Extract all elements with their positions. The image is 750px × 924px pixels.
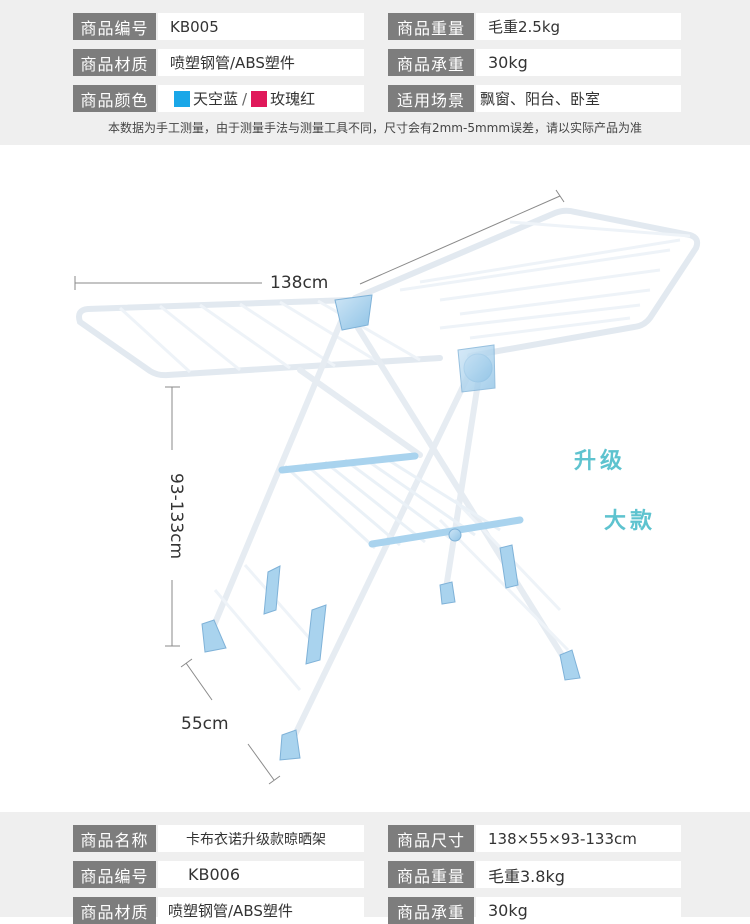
measurement-note: 本数据为手工测量，由于测量手法与测量工具不同，尺寸会有2mm-5mmm误差，请以… xyxy=(107,121,643,135)
spec-value-weight: 毛重3.8kg xyxy=(476,861,681,888)
height-dimension-line xyxy=(165,386,180,647)
spec-value-load: 30kg xyxy=(476,897,681,924)
depth-dimension-label: 55cm xyxy=(181,714,229,734)
left-wing xyxy=(76,297,443,379)
middle-shelf xyxy=(283,456,501,550)
left-wing-rails xyxy=(118,299,421,374)
height-dimension-label: 93-133cm xyxy=(166,472,186,560)
spec-value-material: 喷塑钢管/ABS塑件 xyxy=(158,897,364,924)
rose-red-swatch xyxy=(251,90,268,107)
hinge-joints xyxy=(334,294,496,542)
spec-value-scenario: 飘窗、阳台、卧室 xyxy=(476,85,681,112)
bottom-spec-panel: 商品名称 卡布衣诺升级款晾晒架 商品尺寸 138×55×93-133cm 商品编… xyxy=(0,812,750,924)
spec-label-size: 商品尺寸 xyxy=(388,825,474,852)
spec-value-size: 138×55×93-133cm xyxy=(476,825,681,852)
rack-feet xyxy=(201,581,581,761)
upgrade-badge-line2: 大款 xyxy=(604,509,657,534)
color-name-rose-red: 玫瑰红 xyxy=(270,90,316,108)
drying-rack-illustration xyxy=(74,189,701,785)
width-dimension-line xyxy=(74,189,565,290)
right-wing xyxy=(352,207,701,359)
spec-label-product-name: 商品名称 xyxy=(73,825,156,852)
right-wing-rails xyxy=(399,220,691,340)
spec-value-product-name: 卡布衣诺升级款晾晒架 xyxy=(158,825,364,852)
spec-label-color: 商品颜色 xyxy=(73,85,156,112)
upgrade-badge-line1: 升级 xyxy=(574,449,627,474)
spec-label-product-code: 商品编号 xyxy=(73,13,156,40)
spec-label-weight: 商品重量 xyxy=(388,13,474,40)
spec-value-product-code: KB005 xyxy=(158,13,364,40)
spec-label-material: 商品材质 xyxy=(73,49,156,76)
depth-dimension-line xyxy=(180,658,281,785)
width-dimension-label: 138cm xyxy=(270,273,329,293)
spec-value-material: 喷塑钢管/ABS塑件 xyxy=(158,49,364,76)
clip-holders xyxy=(263,544,519,665)
spec-label-load: 商品承重 xyxy=(388,897,474,924)
color-name-sky-blue: 天空蓝 xyxy=(193,90,239,108)
spec-value-product-code: KB006 xyxy=(158,861,364,888)
spec-label-product-code: 商品编号 xyxy=(73,861,156,888)
spec-label-load: 商品承重 xyxy=(388,49,474,76)
spec-label-scenario: 适用场景 xyxy=(388,85,474,112)
shelf-bars xyxy=(278,452,524,548)
top-spec-panel: 商品编号 KB005 商品重量 毛重2.5kg 商品材质 喷塑钢管/ABS塑件 … xyxy=(0,0,750,145)
spec-label-material: 商品材质 xyxy=(73,897,156,924)
sky-blue-swatch xyxy=(174,90,190,107)
color-separator: / xyxy=(242,89,248,108)
spec-value-colors: 天空蓝 / 玫瑰红 xyxy=(158,85,364,112)
spec-value-weight: 毛重2.5kg xyxy=(476,13,681,40)
rack-legs xyxy=(207,309,573,748)
spec-value-load: 30kg xyxy=(476,49,681,76)
spec-label-weight: 商品重量 xyxy=(388,861,474,888)
